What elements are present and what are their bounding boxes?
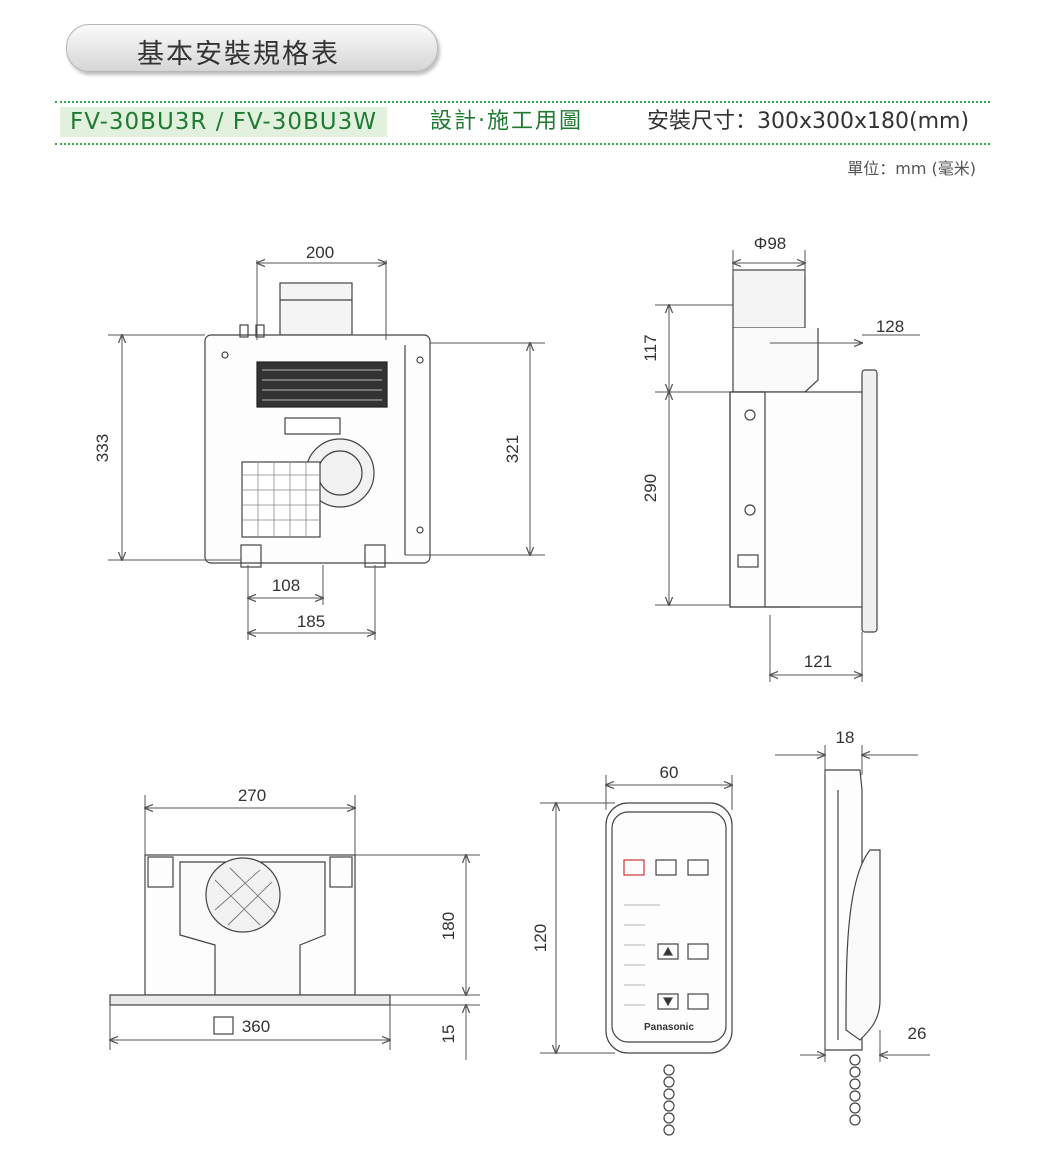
dim-120-label: 120 [531,924,550,952]
dim-333-label: 333 [93,434,112,462]
side-view [729,269,878,633]
front-dimension-lines [108,260,545,640]
pull-chain-front [663,1064,675,1136]
remote-front [605,802,733,1136]
section-title: 基本安裝規格表 [137,39,340,70]
bottom-dimension-lines [110,795,480,1060]
dim-185-label: 185 [297,612,325,631]
front-view [204,282,431,568]
remote-front-dimension-lines [540,775,732,1053]
remote-side [824,769,881,1126]
bottom-view [109,854,391,1006]
dim-360-label: 360 [242,1017,270,1036]
section-title-pill: 基本安裝規格表 [66,24,438,72]
dim-180-label: 180 [439,912,458,940]
spec-row: FV-30BU3R / FV-30BU3W 設計‧施工用圖 安裝尺寸：300x3… [55,101,990,145]
dim-270-label: 270 [238,786,266,805]
design-label: 設計‧施工用圖 [430,109,583,134]
remote-side-dimension-lines [775,745,930,1062]
dim-60-label: 60 [660,763,679,782]
dim-108-label: 108 [272,576,300,595]
pull-chain-side [849,1054,861,1126]
dim-200-label: 200 [306,243,334,262]
dim-98-label: Φ98 [754,234,786,253]
brand-label: Panasonic [644,1022,694,1033]
dim-26-label: 26 [908,1024,927,1043]
dim-18-label: 18 [836,728,855,747]
grille-square-icon [213,1016,234,1035]
install-size: 安裝尺寸：300x300x180(mm) [647,109,970,134]
dim-117-label: 117 [641,334,660,361]
dim-290-label: 290 [641,474,660,502]
dim-128-label: 128 [876,317,904,336]
dim-15-label: 15 [439,1025,458,1044]
unit-note: 單位：mm (毫米) [847,159,976,178]
side-dimension-lines [655,250,920,682]
dim-121-label: 121 [804,652,832,671]
dim-321-label: 321 [503,435,522,463]
model-numbers: FV-30BU3R / FV-30BU3W [60,107,387,137]
